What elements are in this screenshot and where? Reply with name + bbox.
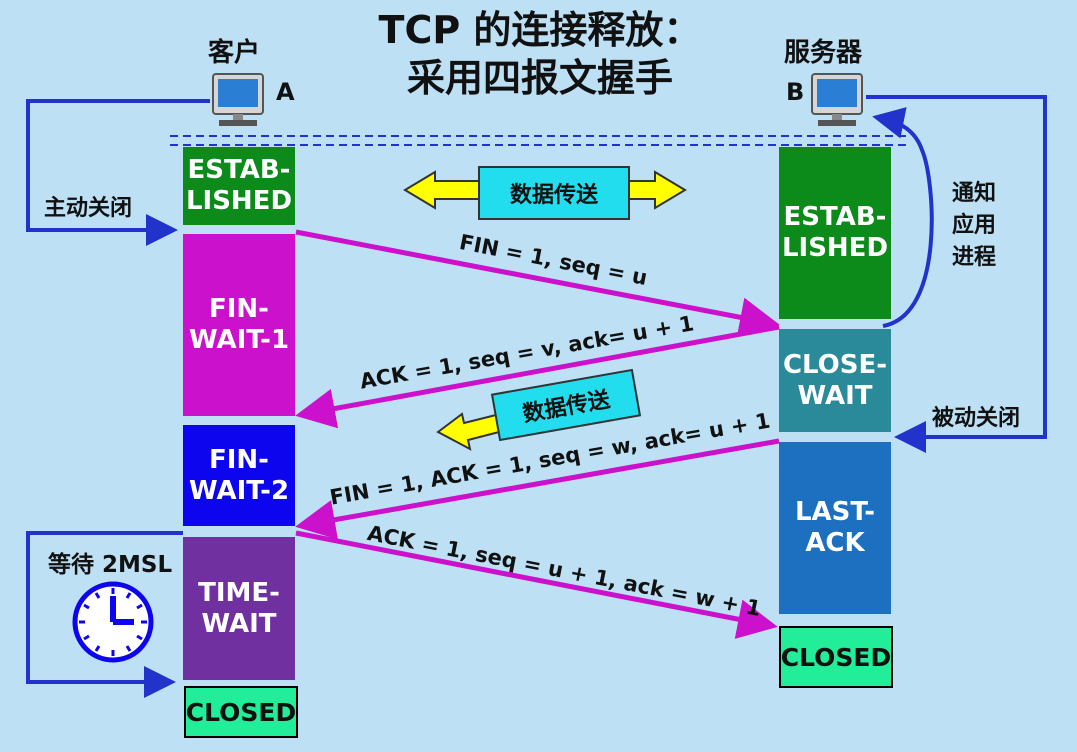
title-line-2: 采用四报文握手 <box>406 56 673 100</box>
client-state-closed: CLOSED <box>184 686 298 738</box>
active-close-label: 主动关闭 <box>44 196 133 221</box>
active-close-arrow <box>26 99 210 246</box>
client-computer-icon <box>212 73 264 126</box>
notify-app-arrow <box>872 107 934 328</box>
client-label: 客户 <box>208 38 261 68</box>
client-tag: A <box>276 78 295 106</box>
server-tag: B <box>786 78 805 106</box>
wait-2msl-arrow <box>26 531 183 698</box>
data-transfer-left-arrow <box>436 412 505 451</box>
passive-close-label: 被动关闭 <box>932 406 1021 431</box>
title-line-1: TCP 的连接释放： <box>378 8 702 52</box>
clock-icon <box>72 581 154 663</box>
server-label: 服务器 <box>784 38 863 68</box>
server-state-close-wait: CLOSE- WAIT <box>779 329 891 432</box>
fin-ack-arrow <box>295 438 780 540</box>
diagram-title: TCP 的连接释放： 采用四报文握手 <box>330 6 750 102</box>
data-transfer-box: 数据传送 <box>478 166 630 220</box>
client-state-fin-wait-2: FIN- WAIT-2 <box>183 425 295 526</box>
client-state-established: ESTAB- LISHED <box>183 147 295 225</box>
ack-arrow <box>295 324 780 429</box>
server-computer-icon <box>811 73 863 126</box>
wait-2msl-label: 等待 2MSL <box>48 552 173 578</box>
notify-app-label: 通知 应用 进程 <box>952 181 997 270</box>
fin-arrow <box>295 229 780 337</box>
client-state-time-wait: TIME- WAIT <box>183 537 295 680</box>
final-ack-arrow <box>295 530 778 639</box>
server-state-closed: CLOSED <box>779 626 893 688</box>
passive-close-arrow <box>866 95 1047 453</box>
client-state-fin-wait-1: FIN- WAIT-1 <box>183 234 295 416</box>
server-state-last-ack: LAST- ACK <box>779 442 891 614</box>
server-state-established: ESTAB- LISHED <box>779 147 891 319</box>
